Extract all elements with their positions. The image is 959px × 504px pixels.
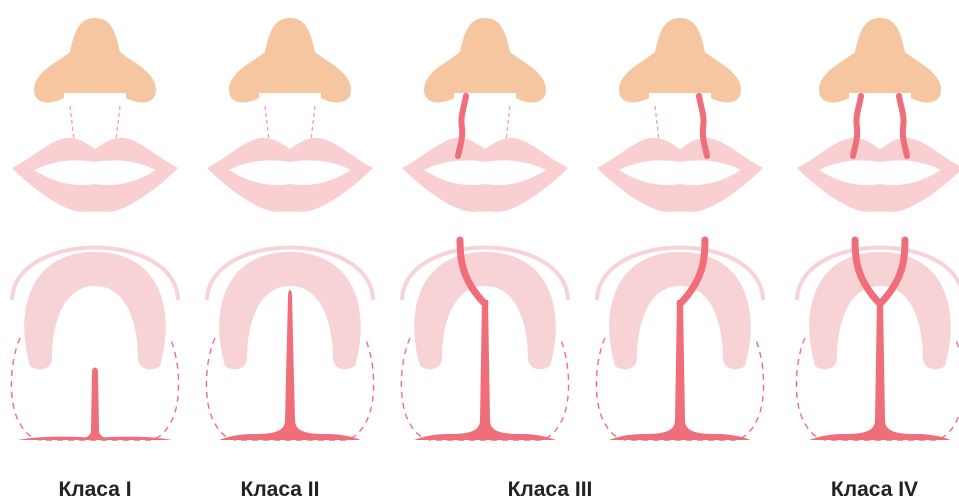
philtrum-line-right [311, 106, 315, 140]
class-column-2 [206, 18, 373, 440]
palate-cleft-short [78, 368, 112, 441]
class-column-5 [796, 18, 959, 440]
nostril-notch [64, 93, 126, 104]
nose-shape [424, 18, 546, 102]
nose-shape [229, 18, 351, 102]
nose-shape [619, 18, 741, 102]
class-iv-label: Клaса IV [790, 478, 959, 504]
nose-shape [819, 18, 941, 102]
philtrum-line-left [655, 106, 659, 140]
class-column-1 [11, 18, 178, 440]
class-ii-label: Клaса II [190, 478, 370, 504]
nostril-notch [259, 93, 321, 104]
nose-shape [34, 18, 156, 102]
philtrum-line-right [116, 106, 120, 140]
philtrum-line-left [265, 106, 269, 140]
philtrum-line-right [506, 106, 510, 140]
class-column-4 [596, 18, 763, 440]
class-i-label: Клaса I [10, 478, 180, 504]
class-column-3 [401, 18, 568, 440]
alveolar-arch [24, 252, 166, 369]
philtrum-line-left [70, 106, 74, 140]
class-iii-label: Клaса III [410, 478, 690, 504]
